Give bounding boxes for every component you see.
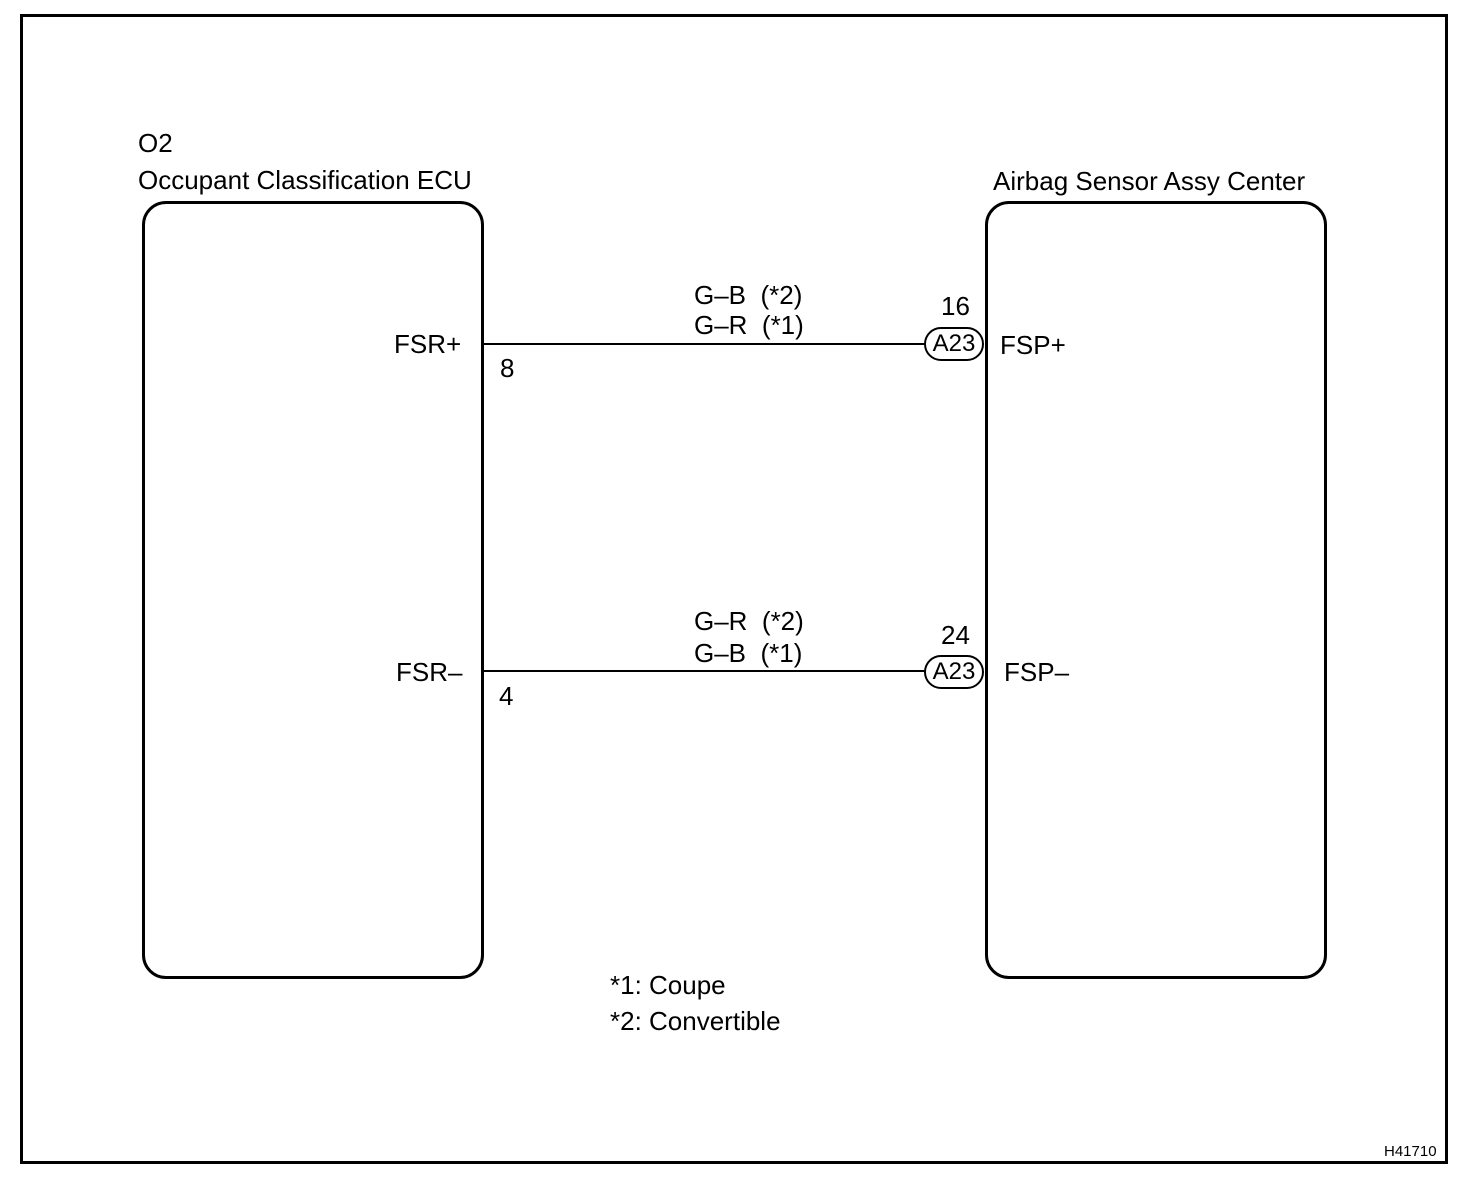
wire-1-color-line1: G–B (*2) [694, 280, 803, 310]
figure-id: H41710 [1384, 1143, 1437, 1160]
left-pin-label-2: FSR– [396, 657, 463, 687]
note-convertible: *2: Convertible [610, 1006, 781, 1036]
right-ecu-box [985, 201, 1327, 979]
connector-a23-bottom: A23 [924, 655, 984, 689]
right-pin-number-2: 24 [941, 620, 970, 650]
left-ecu-box [142, 201, 484, 979]
right-pin-label-1: FSP+ [1000, 330, 1066, 360]
left-pin-number-2: 4 [499, 681, 514, 711]
diagram-frame [20, 14, 1448, 1164]
right-ecu-name: Airbag Sensor Assy Center [993, 166, 1306, 196]
connector-a23-top: A23 [924, 327, 984, 361]
wire-2 [484, 670, 926, 672]
right-pin-number-1: 16 [941, 291, 970, 321]
wire-1-color-line2: G–R (*1) [694, 310, 804, 340]
left-pin-label-1: FSR+ [394, 329, 462, 359]
right-pin-label-2: FSP– [1004, 657, 1070, 687]
wire-2-color-line1: G–R (*2) [694, 606, 804, 636]
note-coupe: *1: Coupe [610, 970, 726, 1000]
left-ecu-name: Occupant Classification ECU [138, 165, 472, 195]
left-pin-number-1: 8 [500, 353, 515, 383]
wire-2-color-line2: G–B (*1) [694, 638, 803, 668]
left-ecu-code: O2 [138, 128, 173, 158]
wire-1 [484, 343, 926, 345]
